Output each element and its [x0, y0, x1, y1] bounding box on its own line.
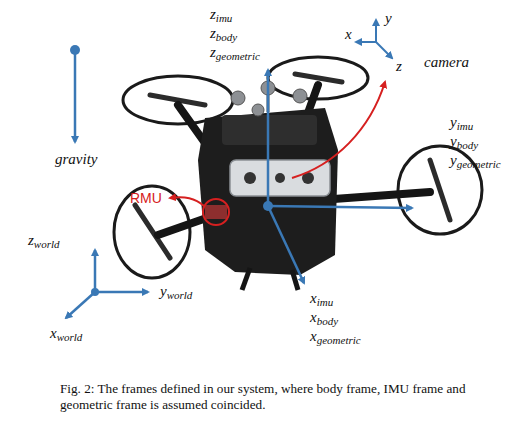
- axis-label: xbody: [310, 309, 338, 327]
- axis-label: zimu: [210, 6, 232, 24]
- axis-label: ygeometric: [450, 152, 501, 170]
- axis-label: zworld: [28, 232, 60, 250]
- axis-label: ybody: [450, 133, 478, 151]
- axis-label: yworld: [160, 283, 192, 301]
- axis-label: x: [345, 26, 352, 43]
- axis-label: xgeometric: [310, 328, 361, 346]
- figure-caption: Fig. 2: The frames defined in our system…: [60, 381, 518, 413]
- axis-label: ximu: [310, 290, 333, 308]
- axis-label: yimu: [450, 114, 473, 132]
- axis-label: xworld: [50, 325, 82, 343]
- axis-label: y: [385, 10, 392, 27]
- axis-label: zgeometric: [210, 44, 260, 62]
- frame-label: camera: [424, 54, 469, 71]
- gravity-label: gravity: [55, 151, 98, 168]
- rmu-label: RMU: [130, 190, 162, 207]
- axis-label: zbody: [210, 25, 237, 43]
- axis-label: z: [396, 58, 402, 75]
